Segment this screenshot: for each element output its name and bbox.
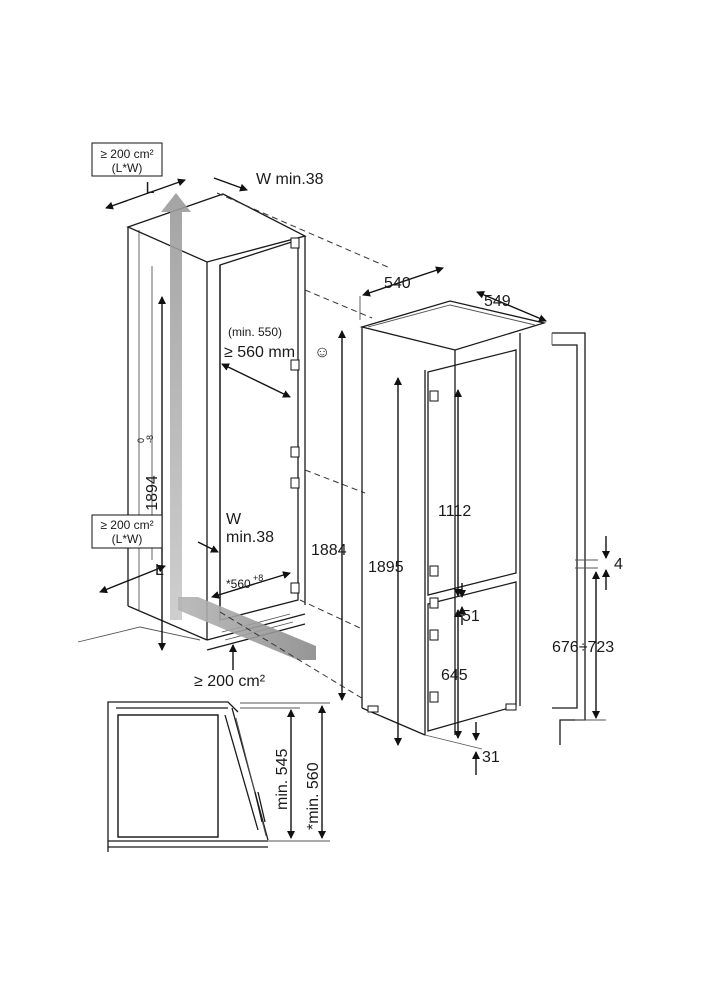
door-height-dimension: 1884 [311,330,347,701]
niche-height-dimension: 1894 0 -8 [136,296,166,651]
hinge-range-dimension: 676÷723 [552,571,614,719]
plinth-vent-value: ≥ 200 cm² [194,673,266,690]
door-height-value: 1884 [311,542,347,559]
appliance-depth-dimension: 549 [476,291,547,322]
gap-value: 51 [462,608,480,625]
section-min-560: *min. 560 [305,762,322,830]
hinge-gap-value: 4 [614,556,623,573]
vent-bottom-label-line1: ≥ 200 cm² [100,518,153,532]
freezer-height-value: 645 [441,667,468,684]
appliance-depth-value: 549 [484,293,511,310]
cross-section [107,701,269,852]
hinge-range-value: 676÷723 [552,639,614,656]
vent-top-L: L [146,180,155,197]
vent-bottom-label-line2: (L*W) [112,532,143,546]
fridge-height-dimension: 1112 [438,389,471,597]
vent-top-label-line1: ≥ 200 cm² [100,147,153,161]
fridge-height-value: 1112 [438,503,471,520]
niche-height-value: 1894 [144,475,161,511]
bottom-offset-dimension: 31 [424,722,500,775]
vent-bottom-label: ≥ 200 cm² (L*W) [91,514,163,549]
plinth-vent-dimension: ≥ 200 cm² [194,644,266,690]
niche-width-tol: +8 [253,573,263,583]
vent-bottom-dimensions: L W min.38 [99,511,274,594]
niche-width-dimension: *560 +8 [211,571,291,599]
section-depth-dimensions: min. 545 *min. 560 [240,702,330,842]
niche-depth-dimension: (min. 550) ≥ 560 mm ☺ [221,325,330,398]
vent-bottom-L: L [155,562,164,579]
vent-top-dimensions: L W min.38 [105,171,324,210]
niche-width-value: *560 [226,577,251,591]
vent-top-W: W min.38 [256,171,324,188]
niche-depth-value: ≥ 560 mm [224,344,295,361]
niche-depth-min-note: (min. 550) [228,325,282,339]
appliance-width-dimension: 540 [359,266,444,320]
appliance-width-value: 540 [384,275,411,292]
door-hinges [290,237,300,594]
hinge-gap-dimension: 4 [602,536,623,590]
appliance-height-dimension: 1895 [368,377,404,746]
vent-top-label-line2: (L*W) [112,161,143,175]
smiley-icon: ☺ [314,344,330,361]
vent-top-label: ≥ 200 cm² (L*W) [91,142,163,177]
appliance-height-value: 1895 [368,559,404,576]
vent-bottom-W: W [226,511,242,528]
gap-dimension: 51 [458,583,480,625]
niche-cabinet [77,193,307,651]
section-min-545: min. 545 [274,749,291,810]
hinge-side-profile [551,332,606,745]
niche-height-tol-upper: 0 [136,438,146,443]
niche-height-tol-lower: -8 [145,435,155,443]
freezer-height-dimension: 645 [441,609,468,739]
vent-bottom-W-min: min.38 [226,529,274,546]
bottom-offset-value: 31 [482,749,500,766]
